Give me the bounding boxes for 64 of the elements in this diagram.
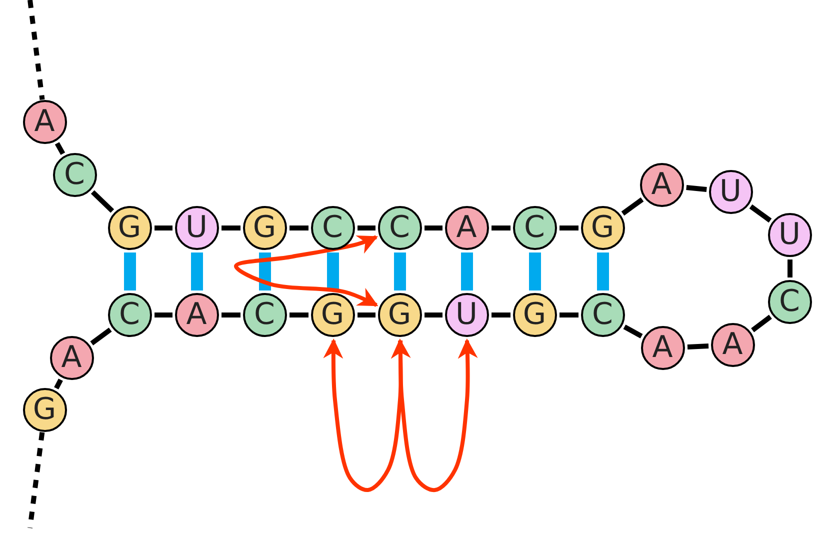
nucleotide-circle: C — [512, 206, 556, 250]
backbone-line — [751, 314, 772, 332]
curved-arrow — [398, 338, 478, 492]
nucleotide-circle: G — [310, 292, 354, 336]
nucleotide-circle: G — [108, 206, 152, 250]
backbone-line — [54, 142, 66, 155]
backbone-line — [492, 312, 510, 318]
nucleotide-circle: A — [50, 336, 94, 380]
backbone-line — [54, 378, 63, 390]
base-pair-bond — [529, 252, 541, 290]
nucleotide-circle: U — [444, 292, 488, 336]
nucleotide-circle: G — [512, 292, 556, 336]
nucleotide-circle: C — [378, 206, 422, 250]
backbone-line — [154, 312, 172, 318]
backbone-line — [290, 312, 308, 318]
backbone-line — [90, 328, 112, 346]
backbone-line — [358, 312, 376, 318]
backbone-line — [749, 204, 772, 223]
nucleotide-circle: U — [708, 170, 752, 214]
backbone-line — [222, 226, 240, 230]
base-pair-bond — [259, 252, 271, 290]
curved-arrow — [323, 338, 411, 492]
nucleotide-circle: C — [310, 206, 354, 250]
base-pair-bond — [191, 252, 203, 290]
backbone-line — [154, 226, 172, 230]
backbone-line — [222, 312, 240, 318]
backbone-line — [560, 226, 578, 230]
backbone-line — [424, 226, 442, 230]
backbone-line — [90, 190, 114, 213]
backbone-line — [424, 312, 442, 318]
nucleotide-circle: U — [768, 212, 812, 256]
nucleotide-circle: A — [444, 206, 488, 250]
nucleotide-circle: A — [640, 326, 684, 370]
backbone-line — [788, 260, 792, 278]
nucleotide-circle: G — [378, 292, 422, 336]
backbone-line — [623, 324, 643, 338]
nucleotide-circle: A — [22, 100, 66, 144]
backbone-line — [290, 226, 308, 230]
nucleotide-circle: A — [174, 292, 218, 336]
backbone-line — [687, 344, 709, 350]
base-pair-bond — [124, 252, 136, 290]
nucleotide-circle: C — [242, 292, 286, 336]
nucleotide-circle: A — [640, 162, 684, 206]
nucleotide-circle: G — [242, 206, 286, 250]
nucleotide-circle: C — [108, 292, 152, 336]
backbone-line — [28, 432, 45, 528]
nucleotide-circle: G — [580, 206, 624, 250]
nucleotide-circle: G — [22, 388, 66, 432]
backbone-line — [621, 197, 644, 216]
backbone-line — [492, 226, 510, 230]
base-pair-bond — [394, 252, 406, 290]
backbone-line — [560, 312, 578, 318]
backbone-line — [358, 226, 376, 230]
nucleotide-circle: U — [174, 206, 218, 250]
backbone-line — [28, 0, 45, 100]
nucleotide-circle: A — [710, 322, 754, 366]
base-pair-bond — [597, 252, 609, 290]
nucleotide-circle: C — [580, 292, 624, 336]
backbone-line — [686, 184, 707, 192]
nucleotide-circle: C — [768, 280, 812, 324]
curved-arrow — [234, 235, 378, 307]
base-pair-bond — [461, 252, 473, 290]
base-pair-bond — [327, 252, 339, 290]
nucleotide-circle: C — [52, 152, 96, 196]
